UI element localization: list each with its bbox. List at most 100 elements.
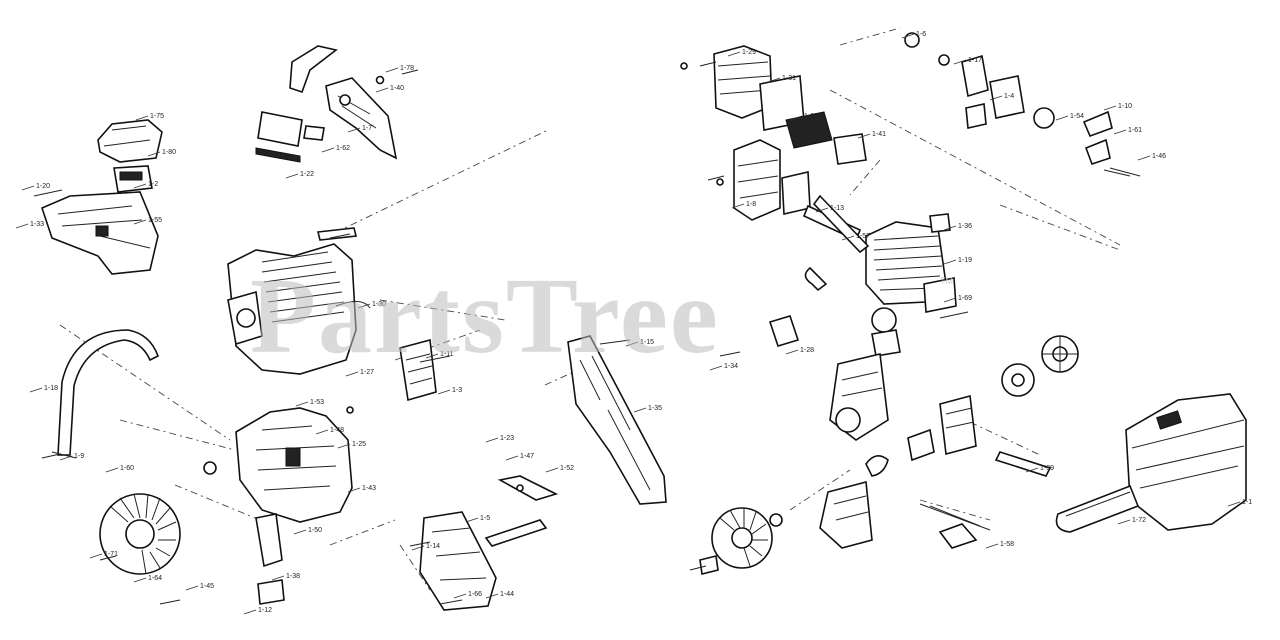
fasteners (33, 61, 1131, 605)
leader-line (29, 387, 43, 393)
leader-line (105, 467, 119, 473)
part-label: 1-80 (162, 149, 176, 156)
part-label: 1-9 (74, 453, 84, 460)
leader-line (985, 543, 999, 549)
leader-line (133, 183, 147, 189)
leader-line (633, 407, 647, 413)
part-label: 1-33 (30, 221, 44, 228)
leader-line (1103, 105, 1117, 111)
part-label: 1-48 (330, 427, 344, 434)
leader-line (841, 235, 855, 241)
part-label: 1-6 (916, 31, 926, 38)
leader-line (625, 341, 639, 347)
leader-line (545, 467, 559, 473)
leader-line (315, 429, 329, 435)
part-label: 1-22 (300, 171, 314, 178)
carburetor-linkage (904, 32, 1141, 177)
part-label: 1-12 (258, 607, 272, 614)
part-label: 1-1 (1242, 499, 1252, 506)
leader-line (789, 115, 803, 121)
leader-line (465, 517, 479, 523)
part-label: 1-55 (148, 217, 162, 224)
part-label: 1-5 (480, 515, 490, 522)
part-label: 1-71 (104, 551, 118, 558)
leader-line (505, 455, 519, 461)
leader-line (337, 443, 351, 449)
leader-line (767, 77, 781, 83)
leader-line (943, 225, 957, 231)
chainsaw-complete-unit (1055, 393, 1247, 533)
side-cover-assembly (419, 335, 667, 611)
part-label: 1-68 (804, 113, 818, 120)
watermark-text: PartsTree (250, 257, 720, 376)
watermark-trademark: TM (940, 276, 953, 286)
leader-line (295, 401, 309, 407)
leader-line (411, 545, 425, 551)
part-label: 1-53 (310, 399, 324, 406)
leader-line (989, 95, 1003, 101)
cylinder-piston-assembly (812, 194, 957, 357)
part-label: 1-58 (1000, 541, 1014, 548)
leader-line (271, 575, 285, 581)
part-label: 1-17 (968, 57, 982, 64)
part-label: 1-35 (648, 405, 662, 412)
part-label: 1-66 (468, 591, 482, 598)
part-label: 1-78 (400, 65, 414, 72)
leader-line (857, 133, 871, 139)
part-label: 1-60 (120, 465, 134, 472)
part-label: 1-47 (520, 453, 534, 460)
part-label: 1-41 (872, 131, 886, 138)
part-label: 1-4 (1004, 93, 1014, 100)
crankshaft-clutch-assembly (768, 266, 1079, 549)
part-number-labels: 1-751-801-201-331-551-21-781-401-221-621… (15, 31, 1252, 615)
part-label: 1-29 (742, 49, 756, 56)
leader-line (1055, 115, 1069, 121)
leader-line (1025, 467, 1039, 473)
rear-handle-bar (51, 329, 159, 459)
leader-line (1113, 129, 1127, 135)
part-label: 1-14 (426, 543, 440, 550)
leader-line (293, 529, 307, 535)
leader-line (943, 259, 957, 265)
leader-line (1227, 501, 1241, 507)
part-label: 1-72 (1132, 517, 1146, 524)
leader-line (89, 553, 103, 559)
leader-line (485, 593, 499, 599)
flywheel-lower (699, 507, 783, 575)
engine-cylinder-assembly (227, 227, 371, 375)
leader-line (901, 33, 915, 39)
leader-line (347, 487, 361, 493)
leader-line (953, 59, 967, 65)
part-label: 1-34 (724, 363, 738, 370)
top-cover-assembly (41, 119, 163, 275)
leader-line (731, 203, 745, 209)
part-label: 1-11 (440, 351, 454, 358)
part-label: 1-39 (1040, 465, 1054, 472)
part-label: 1-38 (286, 573, 300, 580)
leader-line (1137, 155, 1151, 161)
part-label: 1-52 (560, 465, 574, 472)
part-label: 1-75 (150, 113, 164, 120)
leader-line (709, 365, 723, 371)
part-label: 1-8 (746, 201, 756, 208)
part-label: 1-31 (782, 75, 796, 82)
alignment-lines (59, 27, 1121, 591)
leader-line (437, 389, 451, 395)
leader-line (185, 585, 199, 591)
leader-line (21, 185, 35, 191)
part-label: 1-15 (640, 339, 654, 346)
leader-line (1117, 519, 1131, 525)
leader-line (133, 577, 147, 583)
partstree-watermark: PartsTree TM (250, 257, 953, 376)
leader-line (375, 87, 389, 93)
part-label: 1-36 (958, 223, 972, 230)
leader-line (385, 67, 399, 73)
part-label: 1-7 (362, 125, 372, 132)
part-label: 1-46 (1152, 153, 1166, 160)
part-label: 1-25 (352, 441, 366, 448)
part-label: 1-28 (800, 347, 814, 354)
leader-line (357, 303, 371, 309)
part-label: 1-18 (44, 385, 58, 392)
